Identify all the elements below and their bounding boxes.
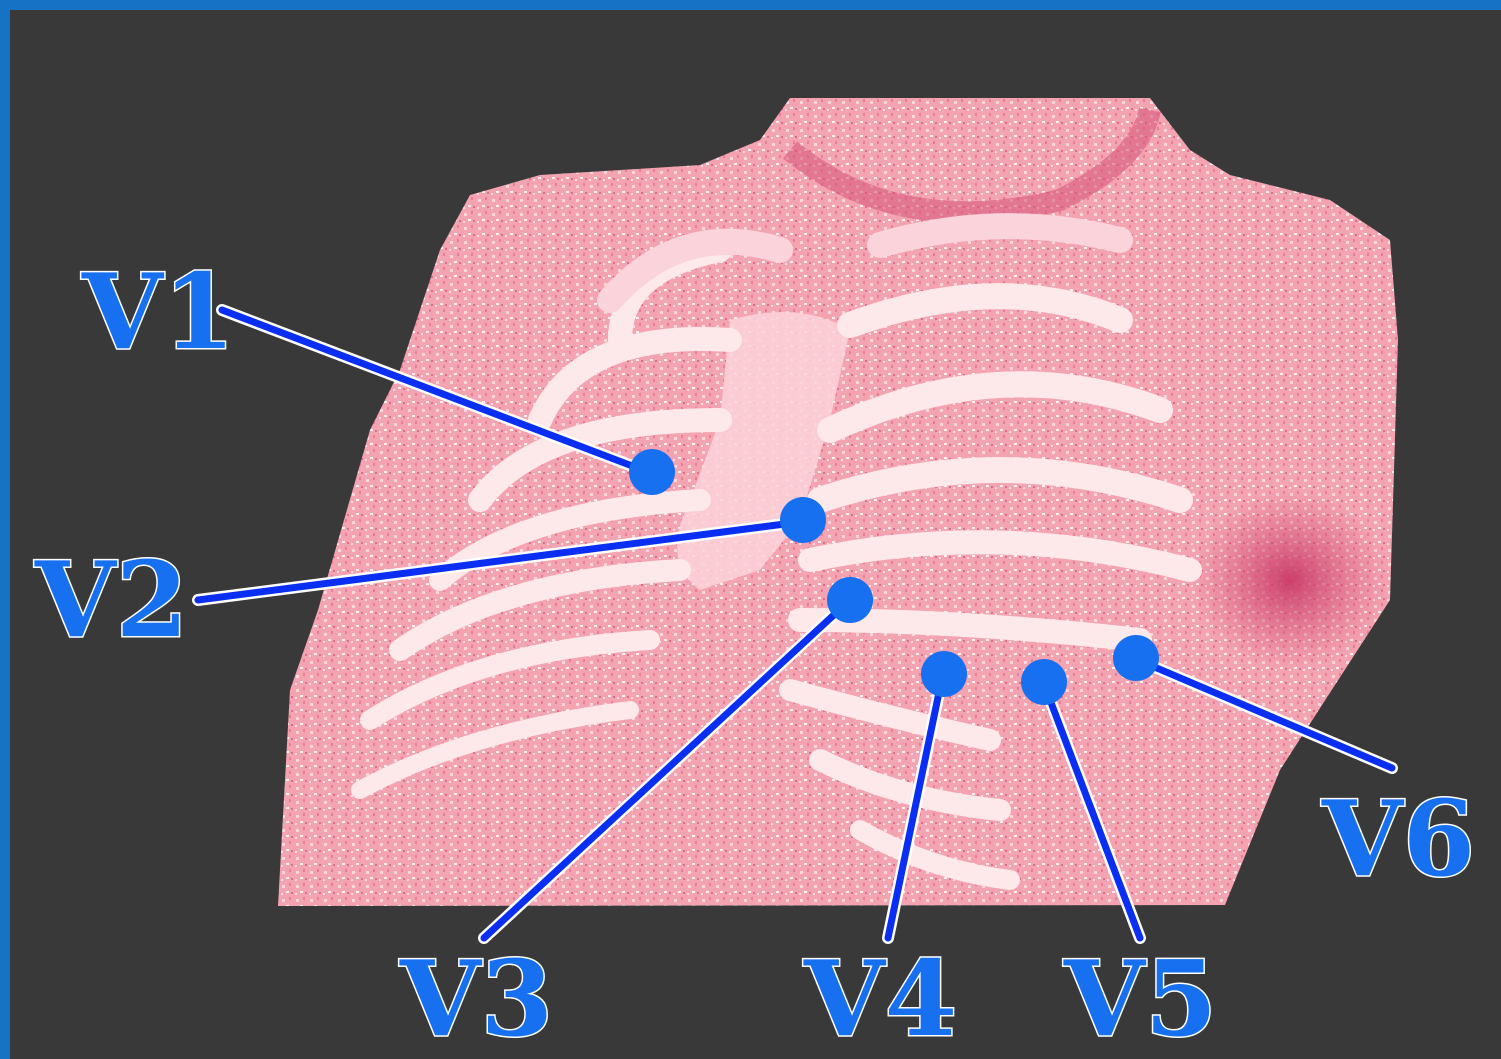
lead-label-v3: V3 [399, 937, 553, 1059]
lead-label-v4: V4 [803, 937, 957, 1059]
lead-label-v6: V6 [1321, 777, 1475, 900]
electrode-v1 [629, 449, 675, 495]
torso-illustration [278, 98, 1398, 906]
lead-label-v5: V5 [1063, 937, 1217, 1059]
lead-label-v1: V1 [81, 250, 235, 373]
electrode-v6 [1113, 635, 1159, 681]
electrode-v2 [780, 497, 826, 543]
electrode-v3 [827, 577, 873, 623]
shoulder-shadow [1190, 490, 1390, 670]
electrode-v5 [1021, 659, 1067, 705]
electrode-v4 [921, 651, 967, 697]
lead-label-v2: V2 [34, 538, 188, 661]
